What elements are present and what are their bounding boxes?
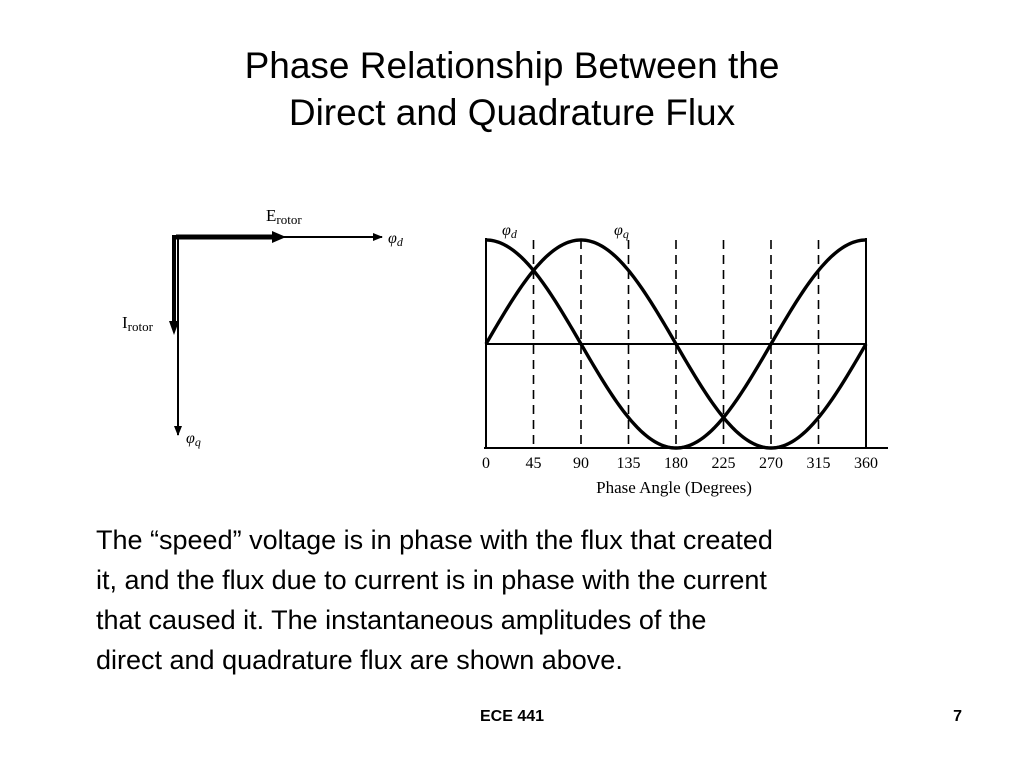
slide-number: 7 <box>953 708 962 725</box>
body-line-4: direct and quadrature flux are shown abo… <box>96 645 623 675</box>
series-label-q: φq <box>614 222 629 241</box>
tick-label-135: 135 <box>617 455 641 472</box>
series-label-d: φd <box>502 222 518 241</box>
x-axis-label: Phase Angle (Degrees) <box>596 478 752 497</box>
body-line-2: it, and the flux due to current is in ph… <box>96 565 767 595</box>
e-rotor-label: Erotor <box>266 206 302 227</box>
i-rotor-arrowhead <box>169 321 179 335</box>
tick-label-360: 360 <box>854 455 878 472</box>
body-paragraph: The “speed” voltage is in phase with the… <box>96 520 976 680</box>
phi-q-label: φq <box>186 430 201 449</box>
tick-label-225: 225 <box>712 455 736 472</box>
tick-label-90: 90 <box>573 455 589 472</box>
i-rotor-label: Irotor <box>122 313 154 334</box>
series-curve-q <box>484 238 868 450</box>
e-rotor-arrowhead <box>272 231 286 243</box>
phase-waveform-chart: 0 45 90 135 180 225 270 315 360 φd φq Phase Angle… <box>482 222 888 497</box>
title-line-2: Direct and Quadrature Flux <box>288 92 736 133</box>
body-line-1: The “speed” voltage is in phase with the… <box>96 525 773 555</box>
tick-label-0: 0 <box>482 455 490 472</box>
tick-label-270: 270 <box>759 455 783 472</box>
phasor-diagram: Erotor φd Irotor φq <box>122 206 404 449</box>
phi-d-label: φd <box>388 230 404 249</box>
tick-label-45: 45 <box>526 455 542 472</box>
footer-course-label: ECE 441 <box>479 708 545 725</box>
slide-title: Phase Relationship Between the Direct an… <box>0 42 1024 136</box>
series-curve-d <box>485 238 867 450</box>
title-line-1: Phase Relationship Between the <box>244 45 780 86</box>
tick-label-315: 315 <box>807 455 831 472</box>
tick-label-180: 180 <box>664 455 688 472</box>
body-line-3: that caused it. The instantaneous amplit… <box>96 605 707 635</box>
